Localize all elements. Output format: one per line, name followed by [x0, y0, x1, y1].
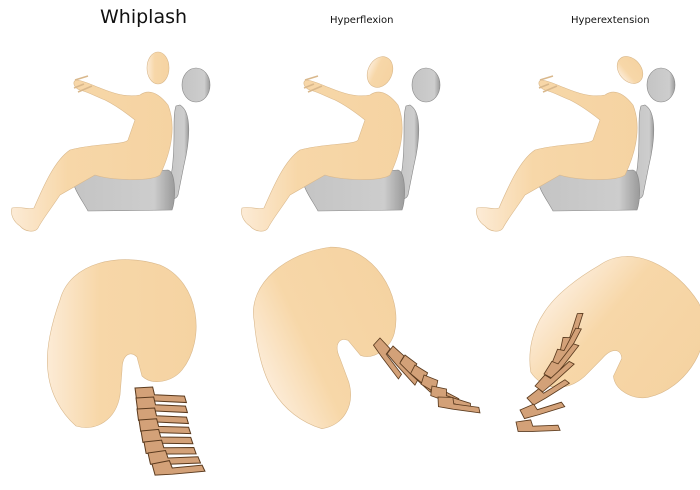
occupant-head — [616, 56, 644, 84]
title-hyperextension: Hyperextension — [571, 15, 650, 26]
title-whiplash: Whiplash — [100, 6, 188, 28]
occupant-head — [146, 51, 170, 85]
vertebra — [435, 394, 483, 415]
occupant-head — [366, 56, 394, 88]
skull-hyperflexion — [225, 226, 432, 443]
seated-figure-hyperextension — [475, 56, 676, 232]
title-hyperflexion: Hyperflexion — [330, 15, 394, 26]
spine-hyperflexion — [371, 336, 483, 415]
cervical-spine — [133, 385, 206, 476]
seated-figure-hyperflexion — [240, 56, 441, 232]
seated-figure-whiplash — [10, 51, 211, 232]
skull-hyperextension — [507, 225, 700, 451]
skull-neutral — [46, 259, 206, 476]
vertebra — [515, 419, 561, 432]
